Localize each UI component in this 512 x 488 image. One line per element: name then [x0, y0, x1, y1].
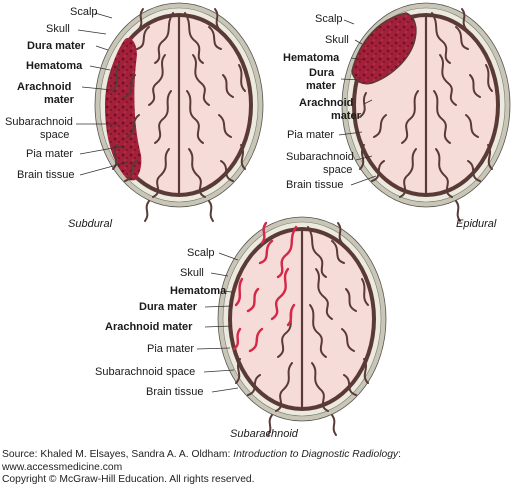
subarachnoid-label-subarachnoid-space: Subarachnoid space: [95, 366, 196, 378]
subdural-caption: Subdural: [68, 218, 113, 230]
subdural-label-dura-mater: Dura mater: [27, 40, 86, 52]
subdural-label-skull: Skull: [46, 23, 70, 35]
epidural-label-scalp: Scalp: [315, 13, 343, 25]
subdural-label-scalp: Scalp: [70, 6, 98, 18]
source-footer: Source: Khaled M. Elsayes, Sandra A. A. …: [2, 449, 401, 487]
source-url[interactable]: www.accessmedicine.com: [2, 461, 123, 473]
subdural-label-arachnoid: Arachnoid: [17, 81, 72, 93]
epidural-label-subarachnoid: Subarachnoid: [286, 151, 354, 163]
subdural-label-brain-tissue: Brain tissue: [17, 169, 75, 181]
epidural-label-skull: Skull: [325, 34, 349, 46]
subarachnoid-label-scalp: Scalp: [187, 247, 215, 259]
epidural-label-dura-mater: mater: [306, 80, 336, 92]
subdural-label-arachnoid-mater: mater: [44, 94, 74, 106]
epidural-label-subarachnoid-space: space: [323, 164, 353, 176]
subarachnoid-label-dura-mater: Dura mater: [139, 301, 198, 313]
leader-lines: [76, 12, 377, 393]
subdural-label-hematoma: Hematoma: [26, 60, 83, 72]
epidural-label-hematoma: Hematoma: [283, 52, 340, 64]
subdural-label-subarachnoid-space: space: [40, 129, 70, 141]
epidural-label-brain-tissue: Brain tissue: [286, 179, 344, 191]
source-prefix: Source: Khaled M. Elsayes, Sandra A. A. …: [2, 449, 234, 460]
subdural-brain-diagram: [94, 2, 264, 222]
epidural-label-arachnoid-mater: mater: [331, 110, 361, 122]
epidural-label-pia-mater: Pia mater: [287, 129, 335, 141]
epidural-label-dura: Dura: [309, 67, 335, 79]
subarachnoid-label-skull: Skull: [180, 267, 204, 279]
subarachnoid-label-hematoma: Hematoma: [170, 285, 227, 297]
epidural-brain-diagram: [341, 2, 511, 222]
subarachnoid-label-brain-tissue: Brain tissue: [146, 386, 204, 398]
left-hemisphere-gyri: [359, 90, 419, 198]
subarachnoid-label-pia-mater: Pia mater: [147, 343, 195, 355]
subarachnoid-hemorrhage: [232, 221, 298, 353]
subarachnoid-brain-diagram: [217, 216, 387, 436]
copyright-line: Copyright © McGraw-Hill Education. All r…: [2, 474, 255, 485]
subdural-label-subarachnoid: Subarachnoid: [5, 116, 73, 128]
source-suffix: :: [398, 449, 401, 460]
book-title: Introduction to Diagnostic Radiology: [233, 449, 399, 460]
source-line: Source: Khaled M. Elsayes, Sandra A. A. …: [2, 449, 401, 462]
subdural-label-pia-mater: Pia mater: [26, 148, 74, 160]
subarachnoid-caption: Subarachnoid: [230, 428, 298, 440]
hematoma-diagram: [76, 2, 511, 436]
epidural-caption: Epidural: [456, 218, 497, 230]
subarachnoid-label-arachnoid-mater: Arachnoid mater: [105, 321, 193, 333]
epidural-hematoma: [351, 12, 417, 85]
epidural-label-arachnoid: Arachnoid: [299, 97, 354, 109]
